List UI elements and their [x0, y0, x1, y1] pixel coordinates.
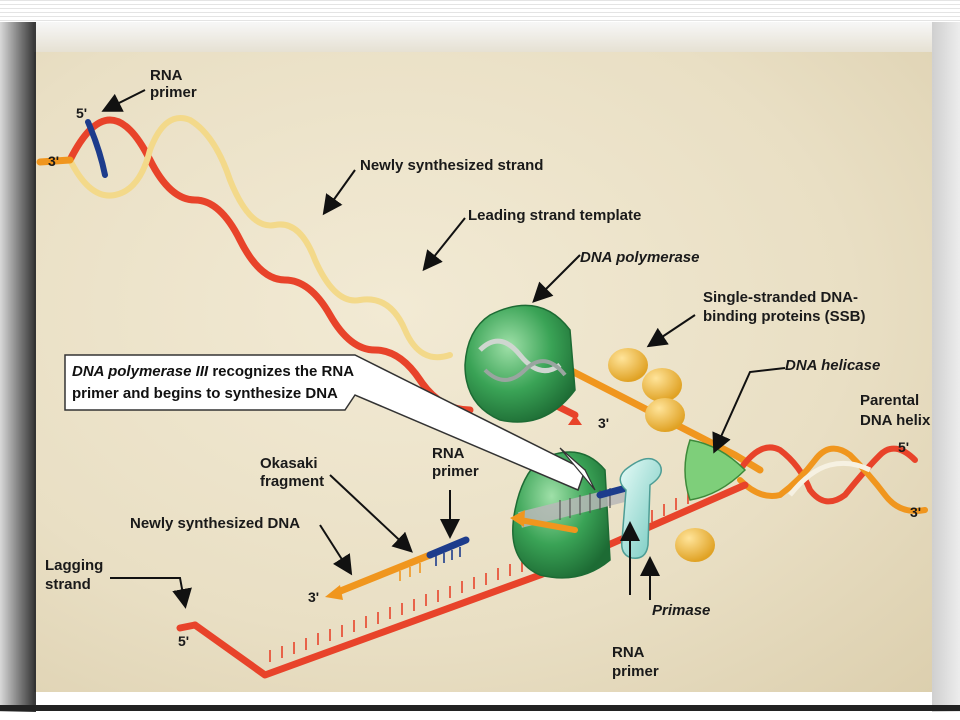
label-rna-primer-bottom-2: primer: [612, 663, 659, 680]
label-rna-primer-mid-2: primer: [432, 463, 479, 480]
label-lagging-2: strand: [45, 576, 91, 593]
page-edge: [932, 22, 960, 712]
end-5-parental: 5': [898, 439, 909, 455]
end-5-lagging: 5': [178, 633, 189, 649]
label-primase: Primase: [652, 602, 710, 619]
page-top-band: [34, 22, 932, 52]
slide-top-lines: [0, 0, 960, 22]
callout-line1-rest: recognizes the RNA: [208, 363, 354, 380]
label-parental-2: DNA helix: [860, 412, 931, 429]
label-lagging-1: Lagging: [45, 557, 103, 574]
label-rna-primer-top-2: primer: [150, 84, 197, 101]
label-rna-primer-top-1: RNA: [150, 67, 183, 84]
label-parental-1: Parental: [860, 392, 919, 409]
okazaki-fragment: [325, 536, 470, 600]
label-okazaki-1: Okasaki: [260, 455, 318, 472]
parental-helix: [737, 444, 928, 514]
end-3-okazaki: 3': [308, 589, 319, 605]
label-dna-polymerase: DNA polymerase: [580, 249, 700, 266]
labels: RNA primer Newly synthesized strand Lead…: [45, 67, 931, 680]
end-3-leading: 3': [598, 415, 609, 431]
label-ssb-2: binding proteins (SSB): [703, 308, 866, 325]
callout-box: DNA polymerase III recognizes the RNA pr…: [64, 354, 596, 492]
callout-line1-italic: DNA polymerase III: [72, 363, 209, 380]
leading-strand-helix: [36, 115, 474, 414]
bottom-rule: [0, 705, 960, 711]
ssb-proteins: [608, 348, 715, 562]
pointer-lines: [101, 89, 786, 609]
end-markers: 5' 3' 3' 5' 3' 3' 5': [48, 105, 921, 649]
label-rna-primer-bottom-1: RNA: [612, 644, 645, 661]
end-5-top: 5': [76, 105, 87, 121]
end-3-top: 3': [48, 153, 59, 169]
leading-polymerase: [464, 304, 576, 423]
label-dna-helicase: DNA helicase: [785, 357, 880, 374]
lagging-polymerase: [510, 451, 649, 579]
svg-text:DNA polymerase III recognizes: DNA polymerase III recognizes the RNA: [72, 363, 354, 380]
label-rna-primer-mid-1: RNA: [432, 445, 465, 462]
label-ssb-1: Single-stranded DNA-: [703, 289, 858, 306]
label-newly-synthesized-dna: Newly synthesized DNA: [130, 515, 300, 532]
primase-shape: [619, 457, 662, 559]
end-3-parental: 3': [910, 504, 921, 520]
label-leading-strand-template: Leading strand template: [468, 207, 641, 224]
book-gutter: [0, 22, 36, 712]
label-newly-synthesized-strand: Newly synthesized strand: [360, 157, 543, 174]
callout-line2: primer and begins to synthesize DNA: [72, 385, 338, 402]
lagging-template: [176, 481, 749, 679]
label-okazaki-2: fragment: [260, 473, 324, 490]
